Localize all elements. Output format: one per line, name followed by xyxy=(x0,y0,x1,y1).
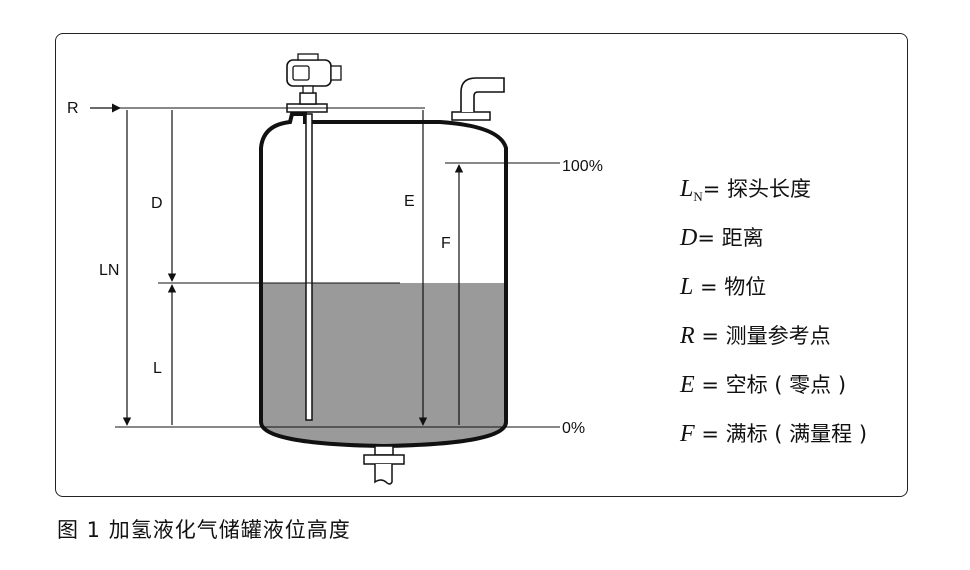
legend-text: = 满标 ( 满量程 ) xyxy=(694,422,868,446)
legend-text: = 测量参考点 xyxy=(694,324,831,348)
top-nozzle xyxy=(451,77,505,121)
legend-symbol: D xyxy=(680,225,698,251)
legend-text: = 空标 ( 零点 ) xyxy=(694,373,847,397)
liquid-fill xyxy=(261,283,506,446)
label-0pct: 0% xyxy=(562,420,585,437)
legend-item: L = 物位 xyxy=(680,271,867,320)
legend-item: R = 测量参考点 xyxy=(680,320,867,369)
label-f: F xyxy=(441,235,451,252)
legend: LN= 探头长度 D= 距离 L = 物位 R = 测量参考点 E = 空标 (… xyxy=(680,173,867,467)
legend-text: = 探头长度 xyxy=(702,177,812,201)
label-e: E xyxy=(404,193,415,210)
legend-item: E = 空标 ( 零点 ) xyxy=(680,369,867,418)
legend-symbol: L xyxy=(680,176,694,202)
legend-text: = 距离 xyxy=(697,226,764,250)
label-r: R xyxy=(67,100,79,117)
figure-frame xyxy=(55,33,908,497)
legend-symbol: F xyxy=(680,421,695,447)
legend-text: = 物位 xyxy=(693,275,767,299)
legend-item: D= 距离 xyxy=(680,222,867,271)
tank-body xyxy=(259,112,508,449)
transmitter-head xyxy=(286,53,342,94)
legend-subscript: N xyxy=(693,189,703,204)
legend-item: LN= 探头长度 xyxy=(680,173,867,222)
legend-item: F = 满标 ( 满量程 ) xyxy=(680,418,867,467)
figure-caption: 图 1 加氢液化气储罐液位高度 xyxy=(57,518,351,542)
legend-symbol: R xyxy=(680,323,695,349)
label-d: D xyxy=(151,195,163,212)
legend-symbol: L xyxy=(680,274,694,300)
legend-symbol: E xyxy=(680,372,695,398)
label-ln: LN xyxy=(99,262,119,279)
label-l: L xyxy=(153,360,162,377)
probe-rod xyxy=(305,113,313,421)
label-100pct: 100% xyxy=(562,158,603,175)
bottom-nozzle xyxy=(363,445,405,485)
